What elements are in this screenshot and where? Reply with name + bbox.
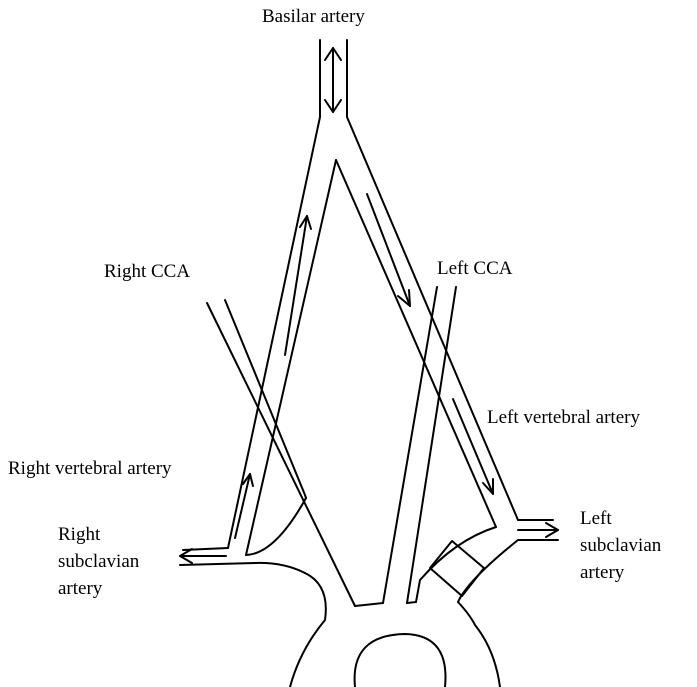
basilar-artery-label: Basilar artery [262,6,365,28]
aortic-arch [290,573,500,687]
basilar-bidirectional-arrow [325,48,341,112]
left-subclavian-label-line-3: artery [580,559,661,586]
right-subclavian-flow-arrow [180,549,226,563]
right-cca-vessel [207,300,355,606]
left-vertebral-artery-vessel [336,117,518,527]
left-subclavian-artery-vessel [416,520,558,602]
left-subclavian-label-line-2: subclavian [580,532,661,559]
right-vertebral-artery-label: Right vertebral artery [8,458,172,480]
left-subclavian-label-line-1: Left [580,505,661,532]
right-subclavian-label-line-3: artery [58,575,139,602]
right-vertebral-artery-vessel [228,117,336,555]
left-vertebral-artery-label: Left vertebral artery [487,407,640,429]
right-subclavian-artery-label: Right subclavian artery [58,521,139,602]
right-subclavian-label-line-2: subclavian [58,548,139,575]
left-cca-label: Left CCA [437,258,512,280]
left-subclavian-artery-label: Left subclavian artery [580,505,661,586]
right-subclavian-artery-vessel [180,498,306,573]
left-subclavian-occlusion [430,541,484,596]
right-subclavian-label-line-1: Right [58,521,139,548]
right-cca-label: Right CCA [104,261,190,283]
left-subclavian-flow-arrow [518,523,558,537]
